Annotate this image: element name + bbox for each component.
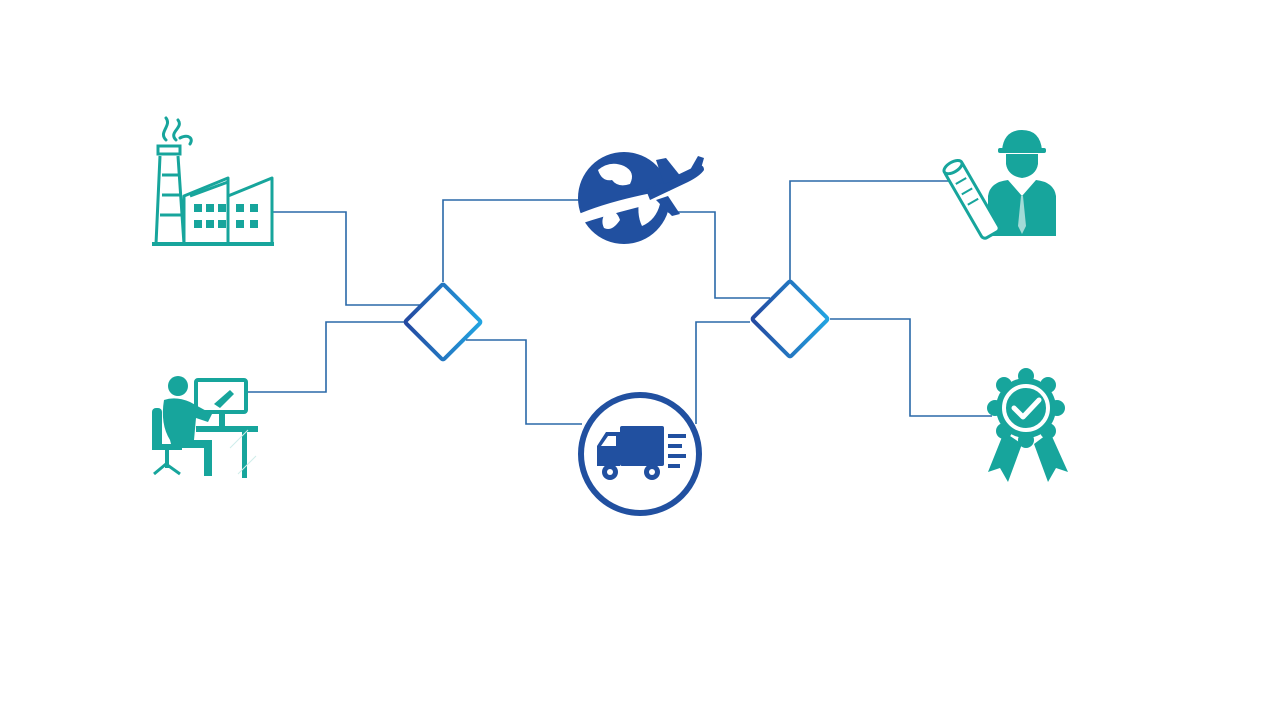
edge-designer-to-decision-1	[244, 321, 404, 393]
edge-decision-1-to-air-freight	[442, 199, 582, 282]
edge-air-freight-to-decision-2	[668, 211, 770, 299]
engineer-with-blueprint-icon	[942, 130, 1056, 240]
factory-icon	[152, 116, 274, 246]
connectors	[244, 180, 992, 425]
edge-decision-1-to-truck	[466, 339, 582, 425]
decision-diamond-1	[403, 282, 483, 362]
decision-diamond-2	[750, 279, 830, 359]
edge-truck-to-decision-2	[695, 321, 750, 424]
globe-airplane-icon	[574, 152, 704, 244]
award-badge-check-icon	[987, 368, 1068, 482]
edge-decision-2-to-engineer	[789, 180, 958, 280]
edge-factory-to-decision-1	[272, 211, 424, 306]
designer-at-computer-icon	[152, 376, 258, 478]
delivery-truck-icon	[578, 392, 702, 516]
edge-decision-2-to-quality	[830, 318, 992, 417]
